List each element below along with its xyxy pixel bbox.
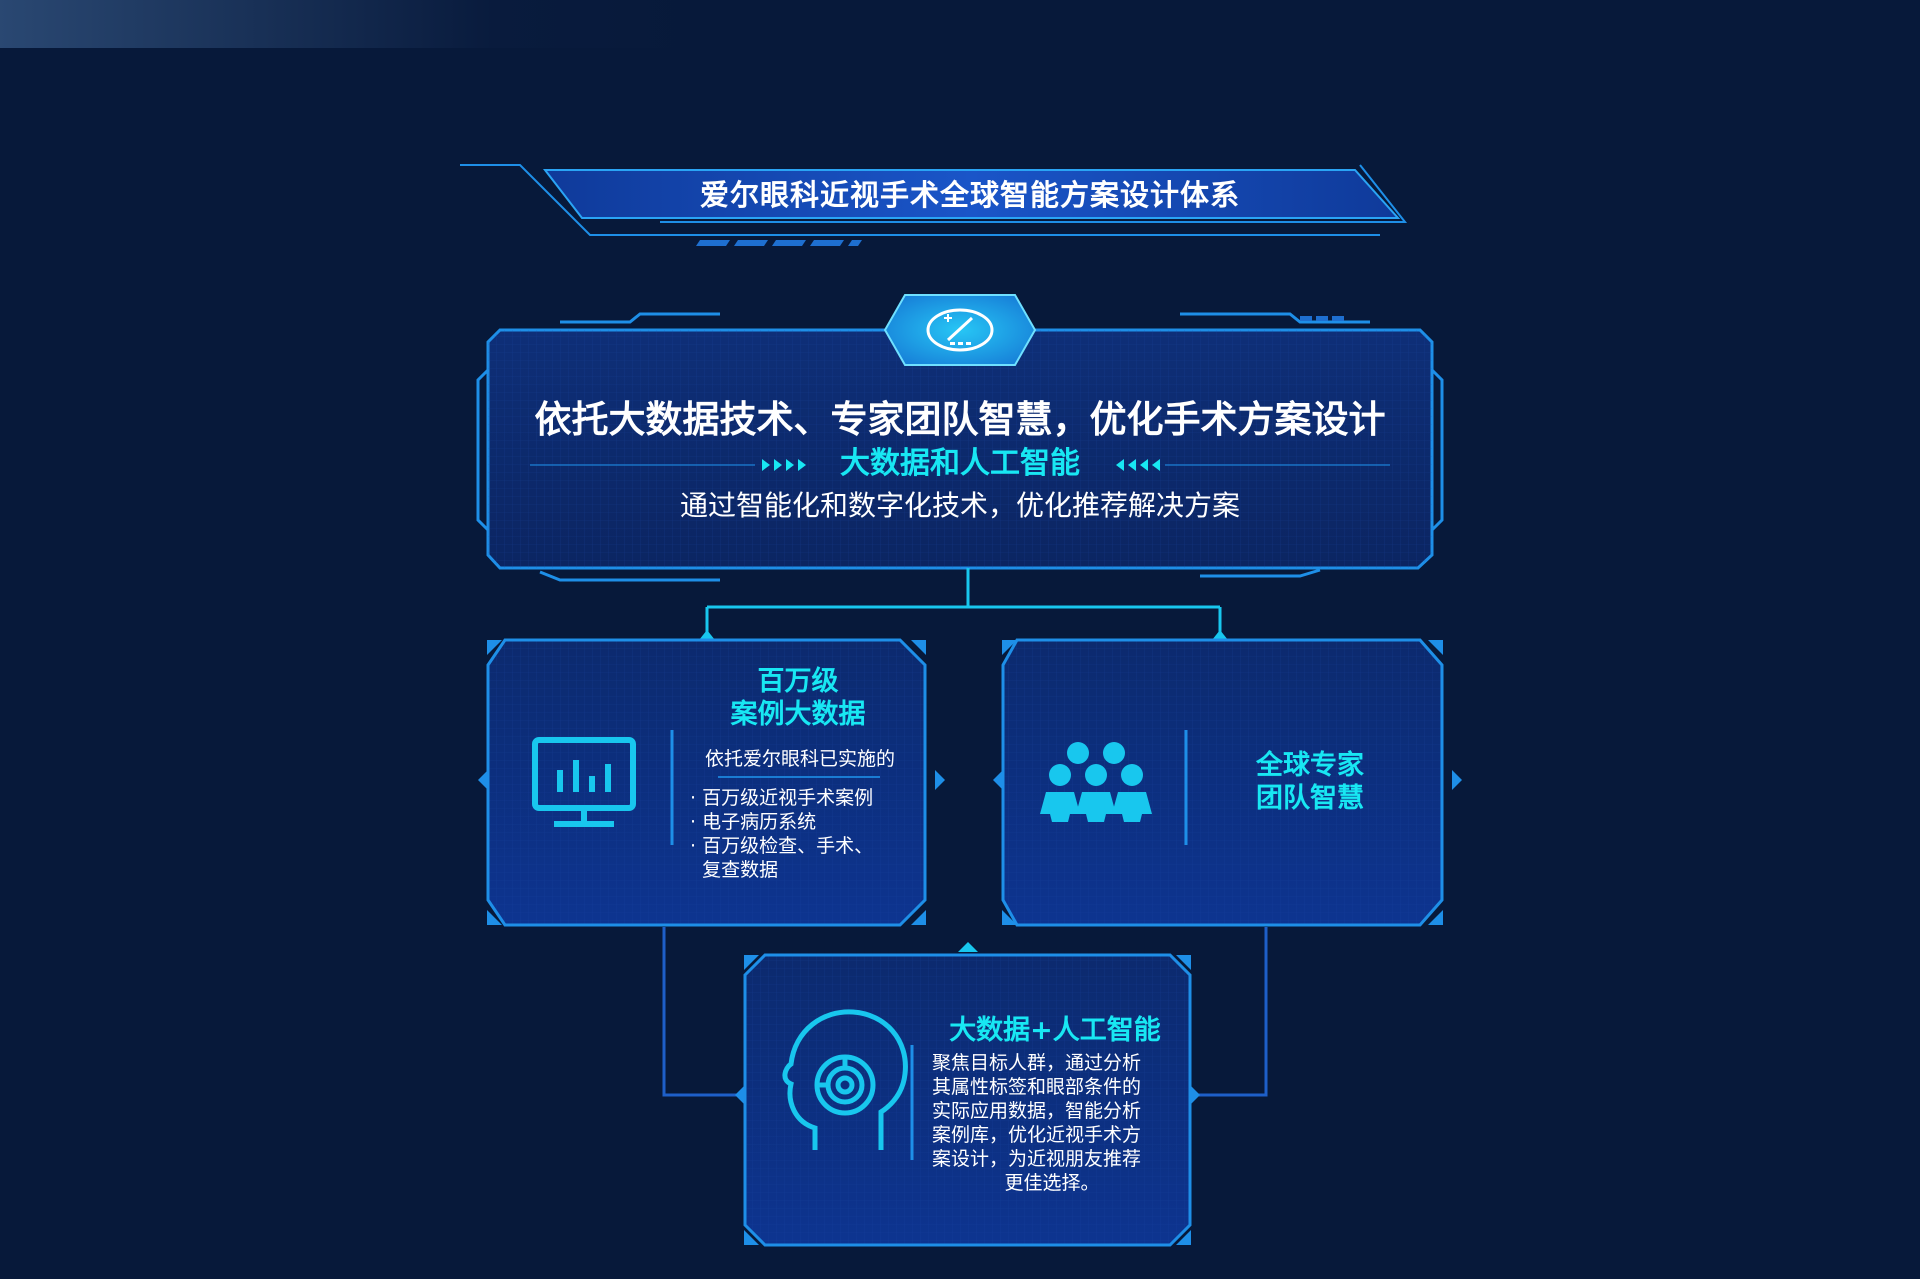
background-glow: [0, 0, 700, 48]
bullet-item: 复查数据: [690, 859, 779, 881]
ai-desc-line: 案设计，为近视朋友推荐: [932, 1148, 1142, 1170]
bullet-item: · 百万级检查、手术、: [690, 835, 874, 857]
ai-desc-line: 案例库，优化近视手术方: [932, 1124, 1142, 1146]
ai-title: 大数据+人工智能: [949, 1015, 1161, 1046]
ai-head-icon: [782, 1009, 908, 1150]
bullet-item: · 电子病历系统: [690, 811, 817, 833]
connector-lines: [705, 568, 1222, 632]
bullet-item: · 百万级近视手术案例: [690, 787, 874, 809]
people-group-icon: [1040, 742, 1152, 822]
eye-pen-icon: [883, 294, 1037, 366]
ai-desc-line: 实际应用数据，智能分析: [932, 1100, 1142, 1122]
side-connectors: [662, 927, 1268, 1097]
connector-arrow-center: [958, 942, 978, 952]
big-data-title-line2: 案例大数据: [730, 699, 866, 730]
ai-desc-line: 其属性标签和眼部条件的: [932, 1076, 1142, 1098]
main-description: 通过智能化和数字化技术，优化推荐解决方案: [679, 489, 1240, 522]
expert-box-frame: [993, 638, 1462, 927]
main-panel-frame: [476, 312, 1444, 582]
big-data-intro: 依托爱尔眼科已实施的: [704, 748, 895, 770]
big-data-box-frame: [478, 638, 945, 927]
expert-title-line2: 团队智慧: [1256, 783, 1364, 814]
monitor-chart-icon: [532, 737, 636, 827]
main-headline: 依托大数据技术、专家团队智慧，优化手术方案设计: [534, 398, 1386, 441]
big-data-bullets: · 百万级近视手术案例 · 电子病历系统 · 百万级检查、手术、 复查数据: [690, 786, 930, 882]
expert-title-line1: 全球专家: [1256, 750, 1364, 781]
ai-box-frame: [735, 953, 1200, 1247]
connector-arrow-right: [1212, 630, 1228, 640]
ai-desc-line: 聚焦目标人群，通过分析: [932, 1052, 1142, 1074]
page-title: 爱尔眼科近视手术全球智能方案设计体系: [699, 178, 1240, 212]
big-data-title-line1: 百万级: [757, 666, 839, 697]
arrows-right-icon: [1116, 459, 1160, 471]
arrows-left-icon: [762, 459, 806, 471]
main-subheadline: 大数据和人工智能: [840, 446, 1080, 481]
ai-desc-line: 更佳选择。: [1004, 1172, 1100, 1194]
ai-description: 聚焦目标人群，通过分析 其属性标签和眼部条件的 实际应用数据，智能分析 案例库，…: [932, 1051, 1172, 1195]
title-banner: [460, 164, 1408, 246]
connector-arrow-left: [699, 630, 715, 640]
